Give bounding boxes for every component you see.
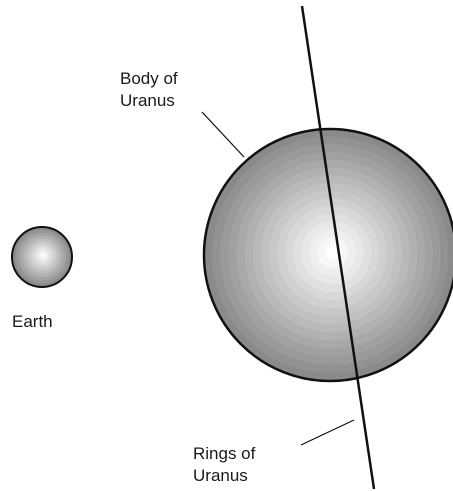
uranus-body: [204, 129, 453, 381]
earth-label: Earth: [12, 312, 53, 331]
shading-ring: [41, 253, 45, 257]
body-label-line-2: Uranus: [120, 91, 175, 110]
rings-label-line-2: Uranus: [193, 466, 248, 485]
rings-leader-line: [301, 420, 354, 445]
earth: [12, 227, 72, 287]
body-of-uranus-label: Body of Uranus: [120, 69, 182, 110]
rings-label-line-1: Rings of: [193, 444, 256, 463]
body-label-line-1: Body of: [120, 69, 178, 88]
rings-of-uranus-label: Rings of Uranus: [193, 444, 260, 485]
body-leader-line: [202, 112, 244, 157]
